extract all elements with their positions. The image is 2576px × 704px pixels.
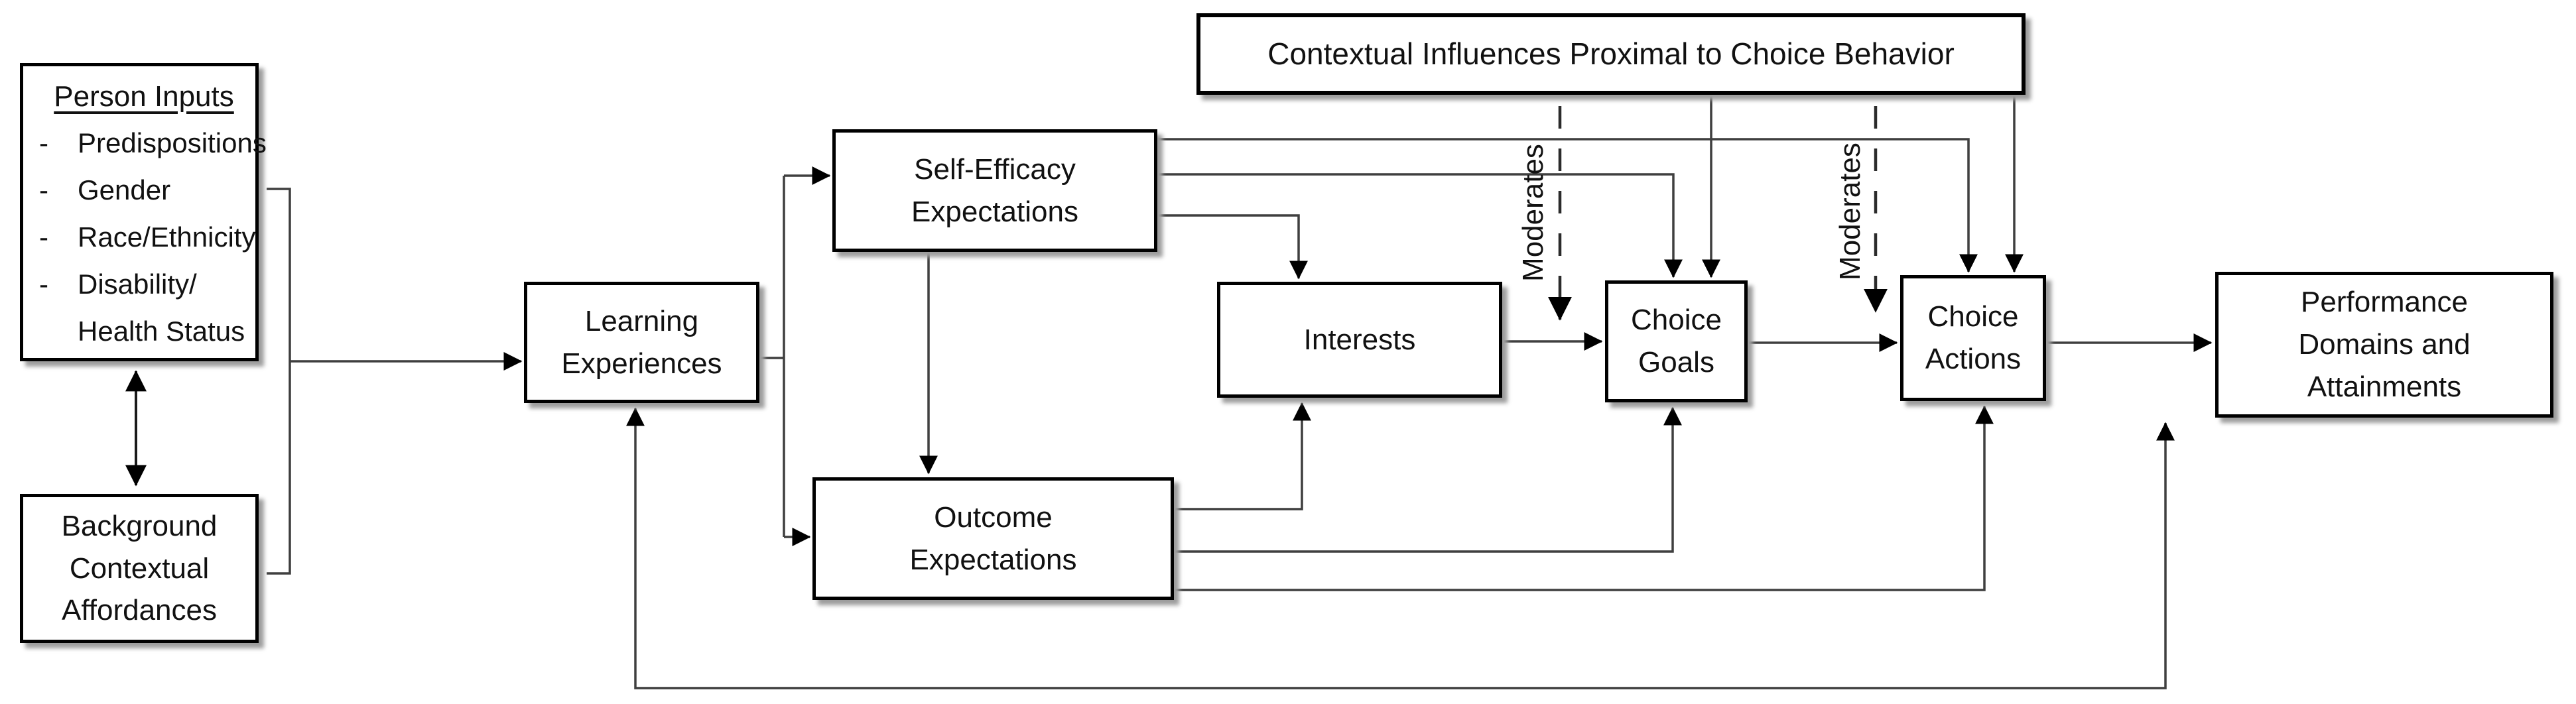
contextual-influences-box: Contextual Influences Proximal to Choice…	[1196, 13, 2026, 95]
list-item: - Disability/	[39, 268, 197, 300]
box-label: Self-Efficacy Expectations	[911, 152, 1078, 228]
box-label: Contextual Influences Proximal to Choice…	[1267, 36, 1955, 72]
box-label: Choice Actions	[1925, 300, 2022, 375]
arrow-outcome-to-choiceactions	[1175, 405, 1994, 591]
choice-actions-box: Choice Actions	[1900, 275, 2046, 401]
background-contextual-affordances-box: Background Contextual Affordances	[20, 494, 259, 643]
self-efficacy-expectations-box: Self-Efficacy Expectations	[832, 129, 1157, 252]
choice-goals-box: Choice Goals	[1605, 280, 1748, 402]
box-label: Learning Experiences	[561, 304, 722, 380]
box-label: Choice Goals	[1631, 304, 1722, 379]
moderates-label-right: Moderates	[1834, 143, 1866, 280]
box-label: Performance Domains and Attainments	[2298, 286, 2471, 403]
line-learning-junction	[759, 176, 785, 537]
arrow-selfefficacy-to-choicegoals	[1157, 173, 1683, 278]
list-item: - Gender	[39, 174, 171, 205]
arrow-outcome-to-choicegoals	[1175, 406, 1682, 553]
person-inputs-box: Person Inputs - Predispositions - Gender…	[20, 63, 267, 361]
list-item: - Predispositions	[39, 127, 267, 158]
arrow-performance-learning-feedback	[626, 407, 2175, 689]
bracket-inputs	[267, 188, 291, 575]
outcome-expectations-box: Outcome Expectations	[812, 477, 1174, 600]
box-label: Interests	[1303, 323, 1416, 356]
arrow-outcome-to-interests	[1175, 402, 1311, 510]
list-item: - Race/Ethnicity	[39, 221, 256, 253]
box-label: Background Contextual Affordances	[61, 509, 218, 627]
arrow-selfefficacy-to-interests	[1157, 214, 1308, 280]
person-inputs-title: Person Inputs	[54, 80, 234, 113]
performance-domains-attainments-box: Performance Domains and Attainments	[2215, 272, 2553, 418]
box-label: Outcome Expectations	[909, 500, 1077, 576]
moderates-label-left: Moderates	[1517, 144, 1549, 282]
arrow-selfefficacy-to-choiceactions	[1157, 138, 1978, 273]
list-item: Health Status	[78, 316, 245, 347]
learning-experiences-box: Learning Experiences	[524, 282, 759, 403]
interests-box: Interests	[1217, 282, 1502, 398]
